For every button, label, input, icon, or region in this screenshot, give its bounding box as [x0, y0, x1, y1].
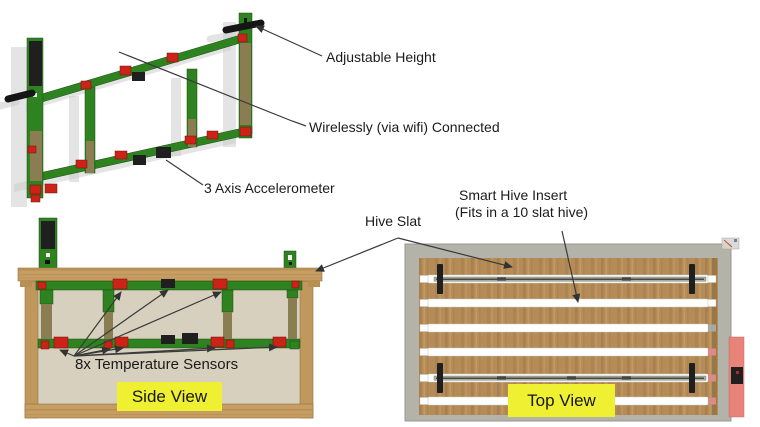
temperature-sensor — [166, 52, 179, 63]
smart-insert-row — [433, 363, 707, 393]
temperature-sensor — [75, 159, 88, 169]
temperature-sensor — [206, 130, 219, 140]
line-accelerometer — [165, 159, 204, 186]
smart-insert-row — [433, 264, 707, 294]
right-post — [238, 12, 253, 139]
top-view-label: Top View — [508, 384, 615, 417]
temperature-sensor — [114, 336, 129, 348]
accelerometer-module — [133, 155, 146, 165]
callout-arrows — [59, 25, 581, 357]
left-wall — [24, 280, 39, 419]
temperature-sensor — [37, 281, 47, 290]
temperature-sensor — [29, 184, 42, 195]
hive-slat-bar — [427, 298, 709, 308]
hanger-peg-right — [222, 19, 265, 34]
interior-posts — [39, 289, 299, 339]
wifi-battery-module — [41, 221, 55, 249]
temperature-sensor — [291, 280, 300, 289]
temperature-sensor — [40, 340, 50, 350]
arrow-adjustable-height — [255, 25, 323, 57]
right-wall — [299, 280, 314, 419]
temperature-sensor — [272, 336, 287, 348]
sensor-module — [182, 333, 198, 344]
temperature-sensor — [27, 145, 37, 154]
axis-gizmo-icon — [721, 237, 740, 250]
line-wireless — [118, 51, 307, 127]
callout-hive-slat: Hive Slat — [365, 213, 422, 229]
callout-smart-hive-insert: Smart Hive Insert — [459, 187, 568, 203]
sensor-module — [161, 279, 175, 288]
callout-smart-hive-insert-sub: (Fits in a 10 slat hive) — [455, 204, 589, 220]
accelerometer-module — [156, 147, 171, 158]
temperature-sensor — [80, 80, 92, 90]
temperature-sensor — [237, 33, 248, 43]
insert-end-beam — [689, 363, 695, 393]
electronics-box — [728, 336, 745, 418]
callout-accelerometer: 3 Axis Accelerometer — [204, 180, 335, 196]
slat-ear-right — [308, 281, 320, 287]
arrow-hive-slat-left — [315, 237, 399, 272]
riser-post — [38, 217, 58, 271]
top-rail — [41, 32, 248, 103]
temperature-sensor — [210, 336, 225, 348]
temperature-sensor — [184, 135, 197, 145]
insert-end-beam — [689, 264, 695, 294]
rail-end-cap — [289, 340, 300, 350]
perspective-view — [0, 12, 265, 207]
callout-wirelessly-connected: Wirelessly (via wifi) Connected — [309, 119, 500, 135]
arrows-temperature-sensors — [59, 289, 278, 357]
side-view — [17, 217, 323, 419]
side-view-label: Side View — [117, 382, 222, 411]
electronics-module — [731, 367, 743, 384]
temperature-sensor — [44, 183, 58, 194]
temperature-sensor — [114, 150, 128, 160]
sensor-module — [161, 335, 175, 344]
hanger-tab — [283, 250, 297, 269]
slat-ear-left — [20, 281, 32, 287]
arrow-smart-insert — [561, 230, 581, 303]
temperature-sensor — [112, 278, 128, 290]
callout-adjustable-height: Adjustable Height — [326, 49, 436, 65]
hive-slat-bar — [427, 323, 709, 333]
left-post — [26, 37, 44, 199]
arrow-hive-slat-right — [397, 237, 513, 269]
temperature-sensor — [53, 336, 69, 349]
insert-end-beam — [437, 264, 443, 294]
hive-slat-bar — [427, 347, 709, 357]
insert-end-beam — [437, 363, 443, 393]
temperature-sensor — [30, 194, 41, 203]
sensor-module — [132, 72, 145, 81]
temperature-sensor — [239, 126, 252, 137]
temperature-sensor — [119, 65, 132, 76]
wifi-battery-module — [29, 41, 42, 86]
mid-post-b — [186, 68, 198, 148]
hanger-peg-left — [4, 89, 36, 103]
temperature-sensor — [212, 278, 228, 290]
bottom-rail — [29, 125, 253, 184]
callout-temperature-sensors: 8x Temperature Sensors — [75, 356, 239, 373]
temperature-sensor — [225, 339, 235, 349]
